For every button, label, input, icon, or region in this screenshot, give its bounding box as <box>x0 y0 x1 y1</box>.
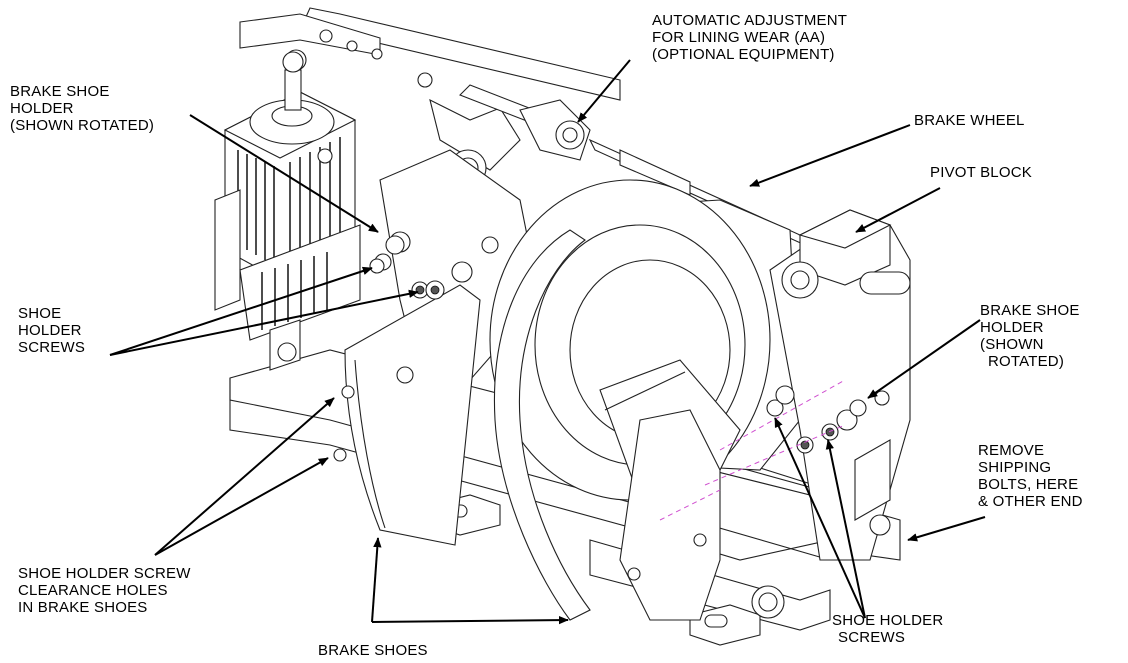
leader-brake-shoes-1 <box>371 537 382 623</box>
label-clearance-holes: SHOE HOLDER SCREW CLEARANCE HOLES IN BRA… <box>18 565 191 616</box>
leader-lines <box>109 59 986 625</box>
label-shoe-holder-screws-right: SHOE HOLDER SCREWS <box>832 612 944 646</box>
right-arm <box>766 209 911 561</box>
label-automatic-adjustment: AUTOMATIC ADJUSTMENT FOR LINING WEAR (AA… <box>652 12 848 63</box>
leader-clearance-holes-1 <box>154 397 335 556</box>
label-pivot-block: PIVOT BLOCK <box>930 164 1032 181</box>
leader-remove-shipping-bolts <box>907 516 986 542</box>
leader-shoe-screws-right-2 <box>825 439 866 619</box>
label-brake-shoes: BRAKE SHOES <box>318 642 428 659</box>
leader-shoe-screws-left-1 <box>109 266 373 356</box>
label-brake-shoe-holder-left: BRAKE SHOE HOLDER (SHOWN ROTATED) <box>10 83 155 134</box>
leader-brake-shoe-holder-right <box>867 319 981 399</box>
label-brake-wheel: BRAKE WHEEL <box>914 112 1025 129</box>
leader-shoe-screws-left-2 <box>109 289 419 356</box>
leader-shoe-screws-right-1 <box>774 417 866 619</box>
leader-clearance-holes-2 <box>154 457 329 556</box>
leader-brake-wheel <box>749 124 911 187</box>
label-brake-shoe-holder-right: BRAKE SHOE HOLDER (SHOWN ROTATED) <box>980 302 1080 370</box>
left-brake-shoe <box>333 235 481 546</box>
label-remove-shipping-bolts: REMOVE SHIPPING BOLTS, HERE & OTHER END <box>978 442 1083 510</box>
leader-brake-shoe-holder-left <box>189 114 379 233</box>
label-shoe-holder-screws-left: SHOE HOLDER SCREWS <box>18 305 86 356</box>
leader-brake-shoes-2 <box>371 615 569 625</box>
leader-pivot-block <box>855 187 941 233</box>
thrustor <box>214 51 361 371</box>
leader-automatic-adjustment <box>577 59 631 123</box>
